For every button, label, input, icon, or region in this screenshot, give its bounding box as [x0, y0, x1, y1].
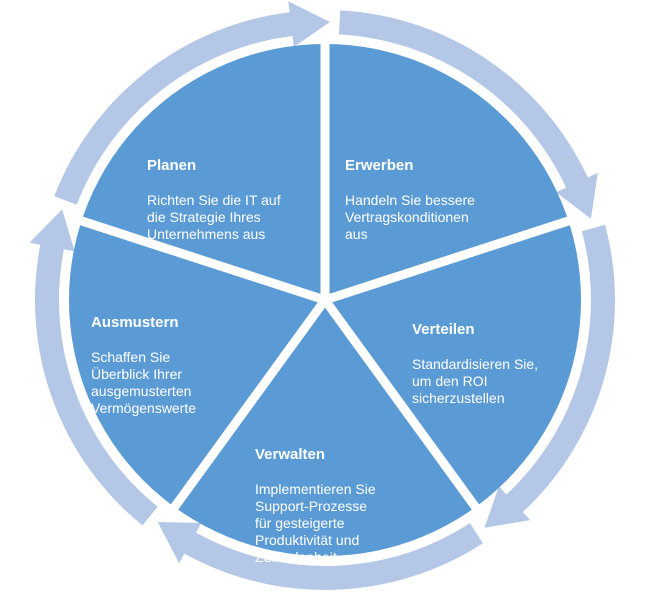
separator-lower-left	[168, 297, 329, 513]
cycle-segments	[69, 40, 581, 556]
cycle-arrow-ring	[29, 1, 615, 590]
ring-arrow-erwerben	[338, 10, 598, 219]
ring-arrow-planen	[54, 1, 330, 205]
segment-ausmustern: Ausmustern Schaffen Sie Überblick Ihrer …	[91, 296, 196, 434]
segment-erwerben-title: Erwerben	[345, 157, 414, 174]
segment-verteilen-description: Standardisieren Sie, um den ROI sicherzu…	[412, 356, 539, 406]
ring-arrow-verwalten	[157, 522, 483, 590]
segment-verteilen-title: Verteilen	[412, 321, 475, 338]
segment-verwalten-title: Verwalten	[255, 446, 326, 463]
separator-lower-right	[321, 297, 482, 513]
segment-ausmustern-title: Ausmustern	[91, 314, 179, 331]
segment-verteilen: Verteilen Standardisieren Sie, um den RO…	[412, 303, 538, 424]
segment-erwerben-description: Handeln Sie bessere Vertragskonditionen …	[345, 192, 475, 242]
separator-left	[76, 215, 327, 305]
ring-arrow-verteilen	[484, 224, 615, 528]
segment-verwalten-description: Implementieren Sie Support-Prozesse für …	[255, 481, 376, 565]
separator-right	[323, 215, 574, 305]
segment-planen: Planen Richten Sie die IT auf die Strate…	[147, 139, 281, 260]
segment-ausmustern-description: Schaffen Sie Überblick Ihrer ausgemuster…	[91, 349, 197, 416]
segment-planen-title: Planen	[147, 157, 197, 174]
segment-erwerben: Erwerben Handeln Sie bessere Vertragskon…	[345, 139, 475, 260]
ring-arrow-ausmustern	[29, 209, 158, 526]
segment-planen-description: Richten Sie die IT auf die Strategie Ihr…	[147, 192, 281, 242]
segment-verwalten: Verwalten Implementieren Sie Support-Pro…	[255, 428, 376, 583]
